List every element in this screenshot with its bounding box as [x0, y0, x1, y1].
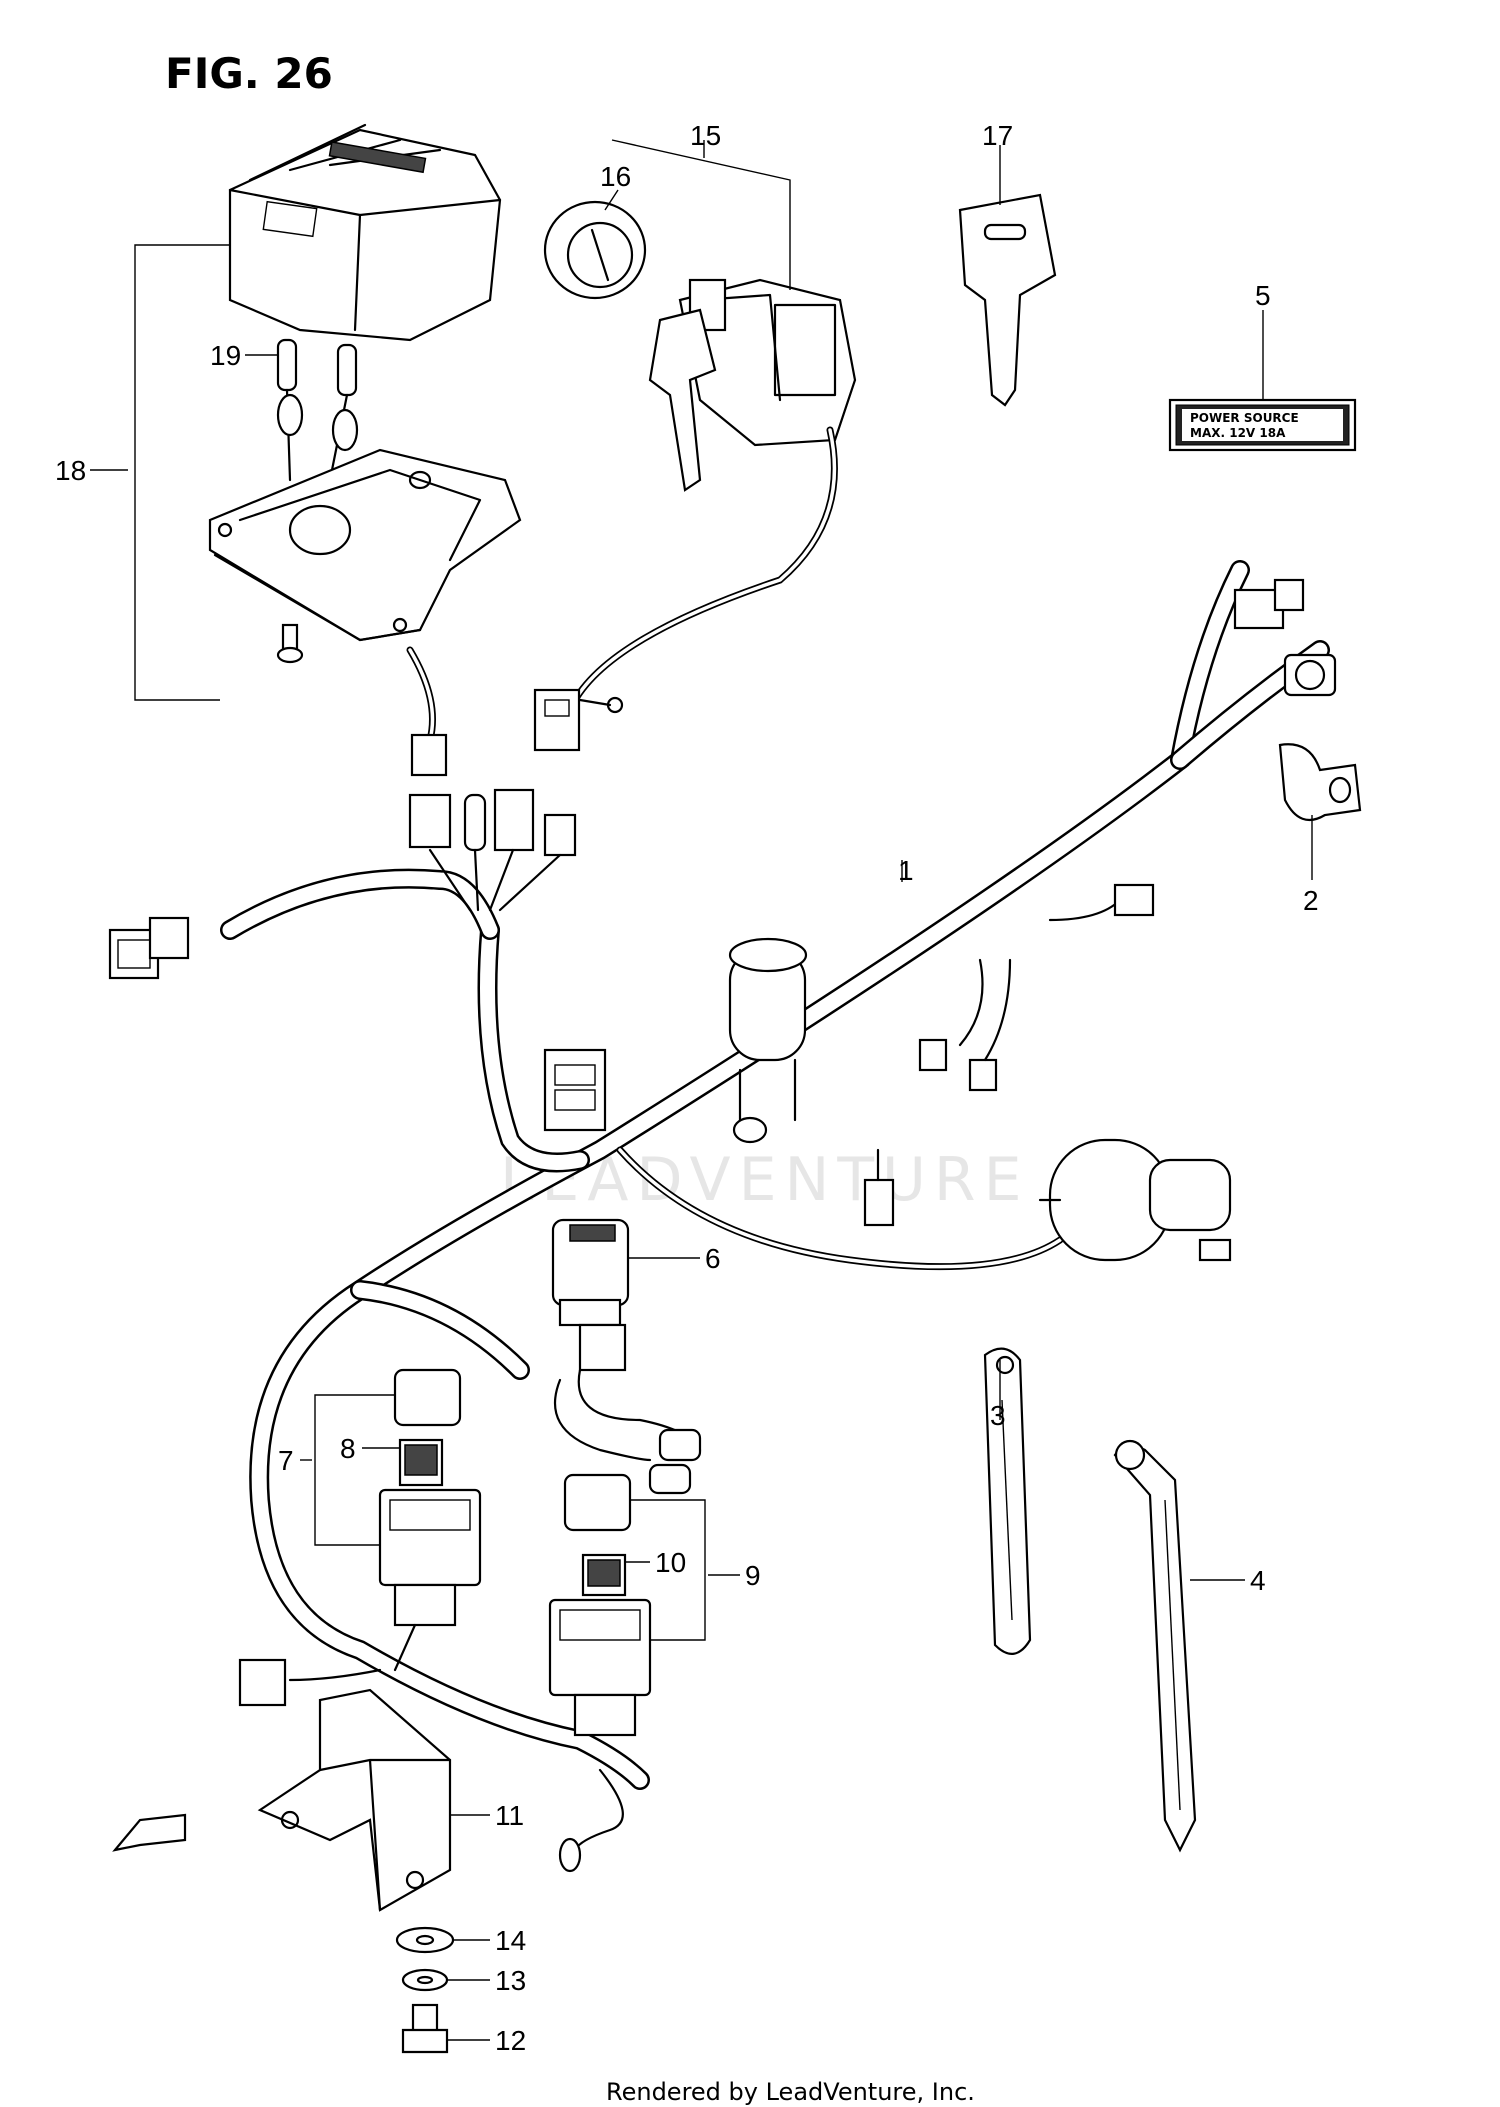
callout-10: 10 — [655, 1547, 686, 1578]
front-direction-arrow — [112, 1813, 187, 1852]
ignition-connector[interactable] — [533, 688, 624, 752]
fuse-8[interactable] — [398, 1438, 444, 1487]
band-3[interactable] — [983, 1347, 1032, 1655]
power-source-label[interactable]: POWER SOURCE MAX. 12V 18A — [1168, 398, 1357, 452]
harness-relay-socket[interactable] — [543, 1048, 607, 1132]
callout-17: 17 — [982, 120, 1013, 151]
callout-11: 11 — [495, 1800, 524, 1831]
label-line2: MAX. 12V 18A — [1190, 426, 1286, 440]
callout-5: 5 — [1255, 280, 1271, 311]
callout-1: 1 — [898, 855, 914, 886]
callout-2: 2 — [1303, 885, 1319, 916]
harness-top-right-connector[interactable] — [1233, 578, 1305, 630]
callout-8: 8 — [340, 1433, 356, 1464]
footer-credit: Rendered by LeadVenture, Inc. — [606, 2078, 975, 2106]
clamp-tie-4[interactable] — [1113, 1439, 1197, 1853]
clamp-2[interactable] — [1278, 743, 1362, 822]
callout-12: 12 — [495, 2025, 526, 2056]
label-line1: POWER SOURCE — [1190, 411, 1299, 425]
bracket-11[interactable] — [257, 1688, 452, 1912]
harness-small-connector[interactable] — [863, 1148, 895, 1227]
harness-connector-cluster[interactable] — [408, 788, 577, 912]
indicator-base-bracket[interactable] — [208, 448, 522, 642]
callout-15: 15 — [690, 120, 721, 151]
harness-left-connector[interactable] — [108, 916, 190, 980]
callout-3: 3 — [990, 1400, 1006, 1431]
washer-14[interactable] — [395, 1926, 455, 1954]
callout-14: 14 — [495, 1925, 526, 1956]
indicator-bulbs[interactable] — [276, 338, 359, 482]
ignition-key[interactable] — [958, 193, 1057, 407]
callout-7: 7 — [278, 1445, 294, 1476]
callout-19: 19 — [210, 340, 241, 371]
leader-lines — [90, 139, 1313, 2041]
callout-6: 6 — [705, 1243, 721, 1274]
fuse-holder-7[interactable] — [378, 1368, 482, 1672]
harness-lower-wires[interactable] — [238, 1368, 702, 1873]
callout-9: 9 — [745, 1560, 761, 1591]
main-wiring-harness[interactable] — [220, 560, 1330, 1790]
callout-16: 16 — [600, 161, 631, 192]
fuse-10[interactable] — [581, 1553, 627, 1597]
harness-mid-connector[interactable] — [918, 883, 1155, 1092]
callout-numbers: 18 19 15 16 17 5 1 2 6 7 8 9 10 11 14 13… — [55, 120, 1319, 2056]
callout-18: 18 — [55, 455, 86, 486]
indicator-screw[interactable] — [276, 623, 304, 664]
bolt-12[interactable] — [401, 2003, 449, 2054]
indicator-cover-part[interactable] — [228, 123, 502, 342]
washer-13[interactable] — [401, 1968, 449, 1992]
relay-6[interactable] — [551, 1218, 630, 1372]
harness-capacitor[interactable] — [728, 937, 808, 1144]
starter-solenoid[interactable] — [1038, 1138, 1232, 1262]
harness-switch-plug[interactable] — [1283, 653, 1337, 697]
callout-13: 13 — [495, 1965, 526, 1996]
figure-title: FIG. 26 — [165, 49, 333, 98]
callout-4: 4 — [1250, 1565, 1266, 1596]
fuse-holder-9[interactable] — [548, 1473, 652, 1737]
ignition-key-inserted[interactable] — [648, 308, 717, 492]
ignition-switch-body[interactable] — [678, 278, 857, 447]
ignition-switch-cap[interactable] — [543, 200, 647, 300]
